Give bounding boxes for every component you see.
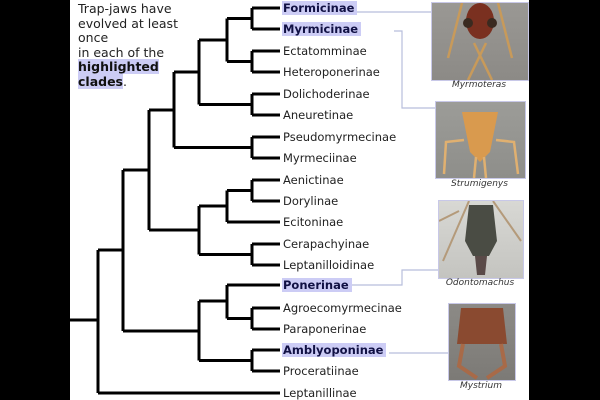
taxon-label-aenictinae: Aenictinae [283,173,344,187]
intro-line: Trap-jaws have [78,1,172,16]
intro-line: in each of the [78,44,165,60]
taxon-label-dorylinae: Dorylinae [283,194,339,208]
taxon-label-cerapachyinae: Cerapachyinae [283,237,370,251]
taxon-label-ecitoninae: Ecitoninae [283,215,344,229]
taxon-label-agroecomyrmecinae: Agroecomyrmecinae [283,301,402,315]
intro-highlight: highlighted [78,59,159,74]
taxon-label-pseudomyrmecinae: Pseudomyrmecinae [283,130,397,144]
photo-strumigenys [435,101,526,179]
photo-caption: Mystrium [460,381,502,391]
taxon-label-ponerinae: Ponerinae [282,278,352,292]
photo-odontomachus [438,200,524,279]
taxon-label-myrmicinae: Myrmicinae [282,22,362,36]
intro-text: Trap-jaws have evolved at least once in … [78,1,198,89]
taxon-label-formicinae: Formicinae [282,1,358,15]
taxon-label-heteroponerinae: Heteroponerinae [283,65,380,79]
photo-mystrium [448,303,516,381]
photo-connectors [352,11,448,354]
taxon-label-amblyoponinae: Amblyoponinae [282,343,387,357]
taxon-label-leptanilloidinae: Leptanilloidinae [283,258,375,272]
taxon-label-dolichoderinae: Dolichoderinae [283,87,370,101]
taxon-label-proceratiinae: Proceratiinae [283,364,359,378]
taxon-label-myrmeciinae: Myrmeciinae [283,151,357,165]
taxon-label-ectatomminae: Ectatomminae [283,44,367,58]
photo-caption: Myrmoteras [451,80,507,90]
photo-caption: Strumigenys [451,179,508,189]
photo-myrmoteras [431,2,529,81]
tree-branches [70,6,280,395]
taxon-label-aneuretinae: Aneuretinae [283,108,354,122]
taxon-label-paraponerinae: Paraponerinae [283,322,367,336]
intro-period: . [123,73,127,89]
intro-line: evolved at least once [78,15,178,45]
photo-caption: Odontomachus [445,278,515,288]
taxon-label-leptanillinae: Leptanillinae [283,386,357,400]
intro-highlight: clades [78,73,123,89]
